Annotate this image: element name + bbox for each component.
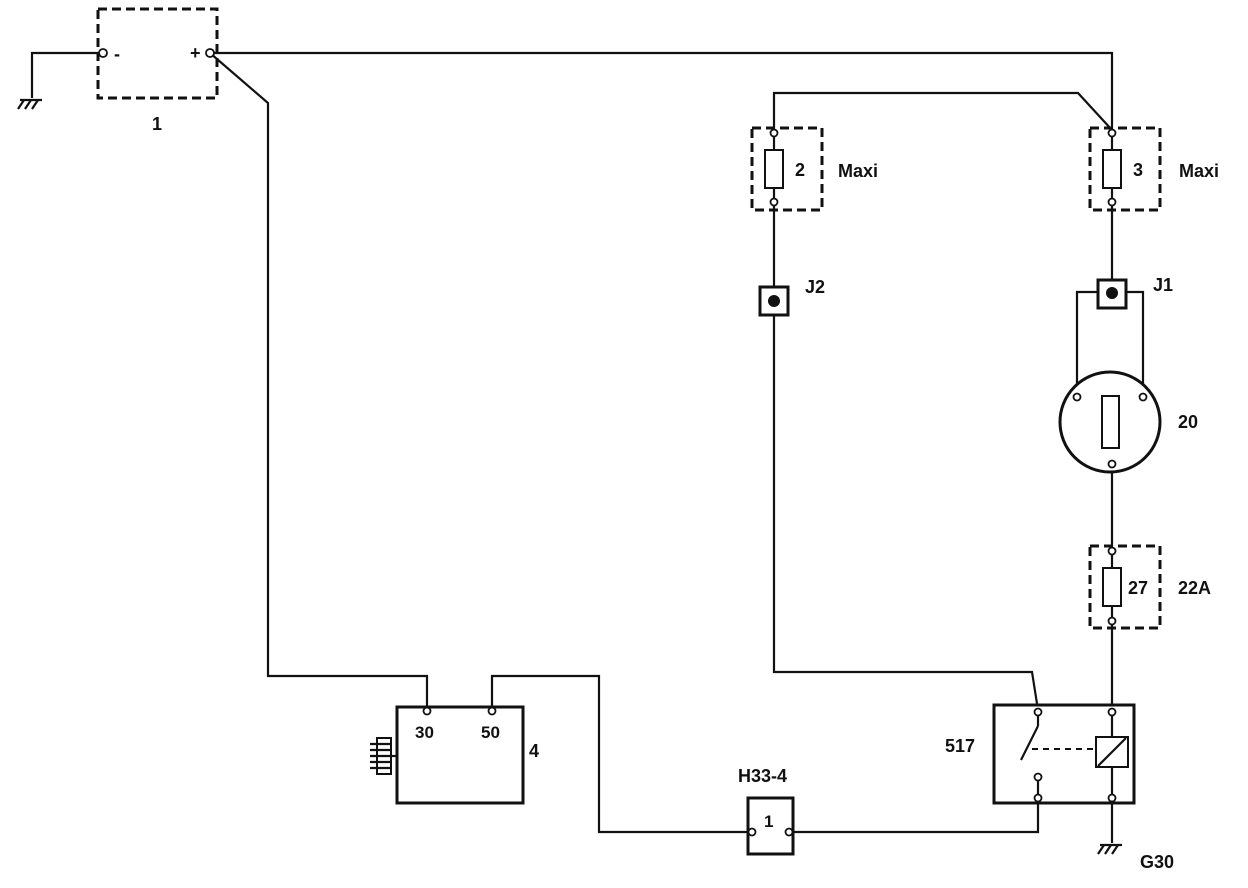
relay-switch-top-terminal — [1033, 707, 1043, 717]
battery-plus-sign: + — [190, 43, 201, 63]
motor: 20 — [1058, 370, 1198, 474]
starter-pin-50-label: 50 — [481, 723, 500, 742]
wire-j1-to-motor-right — [1126, 290, 1145, 395]
fuse-27-box-label: 22A — [1178, 578, 1211, 598]
fuse-3-terminal-top — [1107, 128, 1117, 138]
battery-box — [96, 7, 219, 100]
wire-fuse-3-to-fuse-2 — [772, 91, 1113, 131]
junction-j2: J2 — [758, 277, 825, 317]
fuse-27: 27 22A — [1088, 544, 1211, 630]
ground-label: G30 — [1140, 852, 1174, 872]
battery: - + 1 — [96, 7, 219, 134]
motor-label: 20 — [1178, 412, 1198, 432]
fuse-2-number: 2 — [795, 160, 805, 180]
ground-icon — [17, 98, 42, 110]
relay-switch-bottom-terminal — [1033, 793, 1043, 803]
relay-coil-bottom-terminal — [1107, 793, 1117, 803]
fuse-2-type: Maxi — [838, 161, 878, 181]
connector-terminal-right — [784, 827, 794, 837]
fuse-2-box — [750, 126, 824, 212]
starter-box — [395, 705, 525, 805]
fuse-3-terminal-bottom — [1107, 197, 1117, 207]
junction-j1-label: J1 — [1153, 275, 1173, 295]
junction-j2-dot — [768, 295, 780, 307]
relay-label: 517 — [945, 736, 975, 756]
connector-pin-label: 1 — [764, 812, 773, 831]
fuse-3-number: 3 — [1133, 160, 1143, 180]
relay-coil-top-terminal — [1107, 707, 1117, 717]
wires — [30, 51, 1145, 843]
junction-j2-label: J2 — [805, 277, 825, 297]
wire-j2-to-relay-switch — [772, 315, 1040, 711]
fuse-2: 2 Maxi — [750, 126, 878, 212]
relay-switch-mid-terminal — [1033, 772, 1043, 782]
fuse-2-terminal-bottom — [769, 197, 779, 207]
battery-label: 1 — [152, 114, 162, 134]
wire-j1-to-motor-left — [1075, 290, 1098, 395]
motor-terminal-left — [1072, 392, 1082, 402]
pinion-gear-icon — [370, 737, 397, 775]
wire-battery-ground — [30, 51, 103, 98]
fuse-27-terminal-top — [1107, 546, 1117, 556]
starter-label: 4 — [529, 741, 539, 761]
starter-pin-30-terminal — [422, 706, 432, 716]
relay-517: 517 — [945, 703, 1136, 805]
battery-negative-terminal — [98, 48, 108, 58]
motor-terminal-right — [1138, 392, 1148, 402]
fuse-2-element — [764, 149, 784, 189]
connector-h33-4: 1 H33-4 — [738, 766, 795, 856]
fuse-27-element — [1102, 567, 1122, 607]
motor-terminal-bottom — [1107, 459, 1117, 469]
starter-pin-50-terminal — [487, 706, 497, 716]
junction-j1: J1 — [1096, 275, 1173, 310]
fuse-27-terminal-bottom — [1107, 616, 1117, 626]
fuse-2-terminal-top — [769, 128, 779, 138]
connector-box — [746, 796, 795, 856]
fuse-3-element — [1102, 149, 1122, 189]
connector-label: H33-4 — [738, 766, 787, 786]
wire-connector-to-relay — [790, 798, 1040, 834]
wire-starter-50-to-connector — [490, 674, 752, 834]
battery-positive-terminal — [205, 48, 215, 58]
connector-terminal-left — [747, 827, 757, 837]
wire-battery-to-starter-30 — [209, 52, 429, 711]
fuse-3-box — [1088, 126, 1162, 212]
junction-j1-dot — [1106, 287, 1118, 299]
battery-minus-sign: - — [114, 44, 120, 64]
ground-g30-icon — [1097, 843, 1122, 855]
fuse-27-box — [1088, 544, 1162, 630]
starter: 30 50 4 — [370, 705, 539, 805]
fuse-3-type: Maxi — [1179, 161, 1219, 181]
wire-battery-to-fuse-3 — [210, 51, 1114, 130]
fuse-27-number: 27 — [1128, 578, 1148, 598]
motor-armature — [1101, 395, 1120, 449]
starter-pin-30-label: 30 — [415, 723, 434, 742]
junction-j1-box — [1096, 278, 1128, 310]
fuse-3: 3 Maxi — [1088, 126, 1219, 212]
